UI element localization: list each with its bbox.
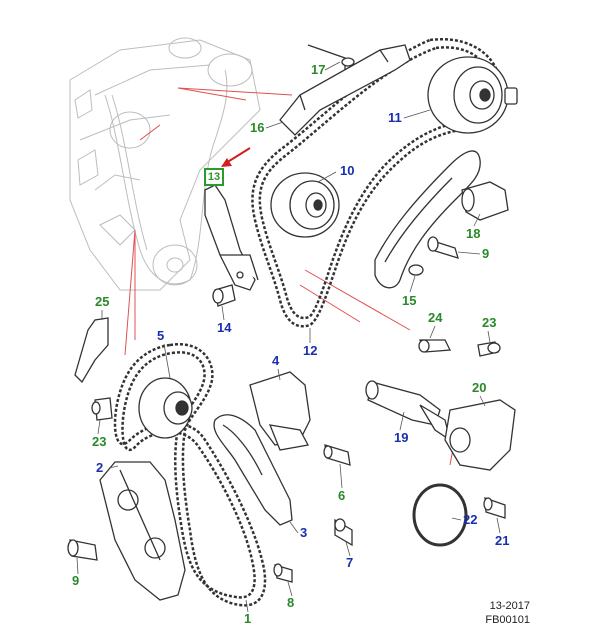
callout-9-upper: 9 [482, 246, 489, 261]
upper-chain-tensioner [461, 181, 509, 221]
callout-13-badge: 13 [204, 168, 224, 186]
bolt-lower-9 [67, 539, 98, 561]
callout-18: 18 [466, 226, 480, 241]
callout-22: 22 [463, 512, 477, 527]
callout-23-left: 23 [92, 434, 106, 449]
primary-tensioner [365, 380, 452, 442]
callout-5: 5 [157, 328, 164, 343]
callout-7: 7 [346, 555, 353, 570]
bolt-8 [273, 563, 293, 583]
bolt-upper-9 [427, 236, 459, 259]
callout-25: 25 [95, 294, 109, 309]
upper-tensioner-blade [374, 150, 481, 289]
upper-chain-guide [279, 44, 411, 136]
label-leaders [76, 61, 501, 613]
oil-jet-fitting [418, 339, 501, 357]
callouts: 17 16 11 10 18 9 15 25 14 24 23 12 5 4 2… [72, 62, 509, 626]
callout-14: 14 [217, 320, 232, 335]
lower-tensioner-guide [99, 461, 186, 601]
bolt-6 [323, 444, 351, 466]
callout-6: 6 [338, 488, 345, 503]
footer-code: FB00101 [485, 614, 530, 626]
callout-10: 10 [340, 163, 354, 178]
bolt-21 [483, 497, 506, 519]
callout-3: 3 [300, 525, 307, 540]
callout-1: 1 [244, 611, 251, 626]
tensioner-cover [444, 399, 516, 471]
exhaust-camshaft-sprocket [270, 172, 340, 238]
intake-camshaft-sprocket [427, 56, 518, 134]
chain-tensioner-13 [204, 184, 259, 307]
callout-21: 21 [495, 533, 509, 548]
crankshaft-sprocket [138, 377, 193, 439]
callout-8: 8 [287, 595, 294, 610]
callout-16: 16 [250, 120, 264, 135]
o-ring [412, 483, 468, 547]
callout-20: 20 [472, 380, 486, 395]
lower-tensioner [249, 371, 311, 451]
callout-12: 12 [303, 343, 317, 358]
pointer-arrow [221, 147, 251, 167]
callout-17: 17 [311, 62, 325, 77]
callout-2: 2 [96, 460, 103, 475]
callout-4: 4 [272, 353, 280, 368]
callout-24: 24 [428, 310, 443, 325]
bracket-25 [74, 317, 113, 421]
callout-15: 15 [402, 293, 416, 308]
callout-19: 19 [394, 430, 408, 445]
bushing-7 [334, 518, 353, 547]
callout-9-lower: 9 [72, 573, 79, 588]
callout-23-right: 23 [482, 315, 496, 330]
callout-11: 11 [388, 110, 402, 125]
footer-date: 13-2017 [489, 600, 530, 612]
lower-chain-guide [213, 414, 293, 526]
